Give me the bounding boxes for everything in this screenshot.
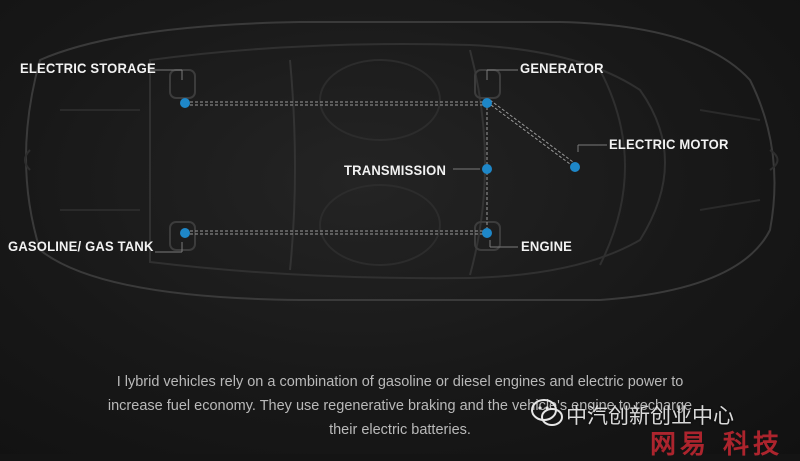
label-gas-tank: GASOLINE/ GAS TANK	[8, 238, 154, 254]
wechat-icon	[531, 399, 563, 426]
label-generator: GENERATOR	[520, 60, 604, 76]
node-engine	[482, 228, 492, 238]
connector-links	[185, 99, 578, 235]
node-generator	[482, 98, 492, 108]
leader-lines	[150, 69, 607, 253]
caption-line-1: I lybrid vehicles rely on a combination …	[116, 374, 684, 390]
link-generator-motor	[486, 101, 575, 168]
label-electric-storage: ELECTRIC STORAGE	[20, 60, 156, 76]
node-electric-motor	[570, 162, 580, 172]
watermark-text: 中汽创新创业中心	[566, 404, 734, 428]
node-transmission	[482, 164, 492, 174]
label-electric-motor: ELECTRIC MOTOR	[609, 136, 729, 152]
label-engine: ENGINE	[521, 238, 573, 254]
nodes	[180, 98, 580, 238]
node-electric-storage	[180, 98, 190, 108]
caption-line-3: their electric batteries.	[329, 422, 471, 438]
label-transmission: TRANSMISSION	[344, 162, 447, 178]
node-gas-tank	[180, 228, 190, 238]
watermark-logo: 网易 科技	[650, 430, 784, 460]
link-generator-motor-2	[489, 99, 578, 166]
